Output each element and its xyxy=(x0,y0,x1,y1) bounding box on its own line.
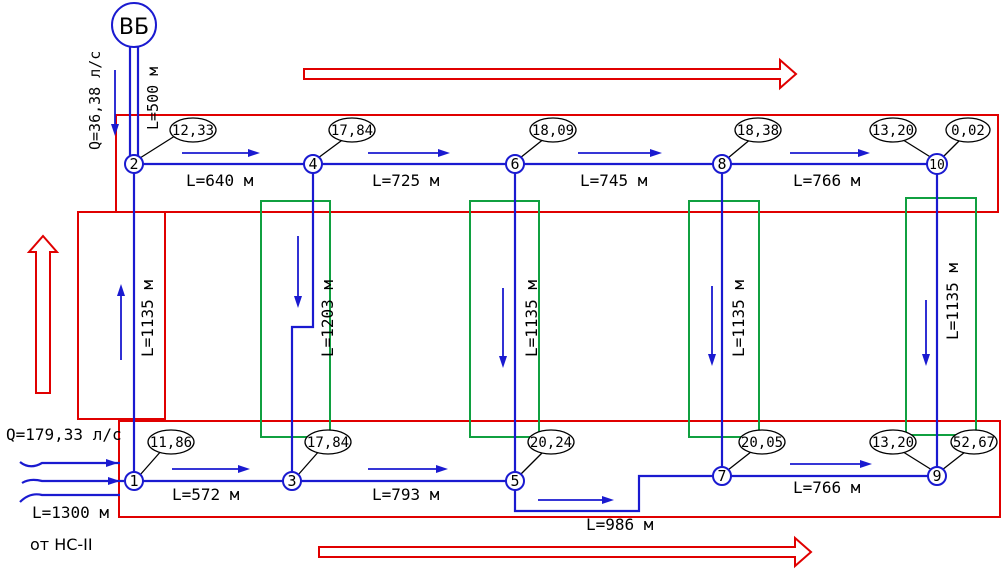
node-flow-5: 20,24 xyxy=(527,429,575,455)
node-flow-3: 17,84 xyxy=(304,429,352,455)
pipe-length-10-9: L=1135 м xyxy=(943,263,962,340)
node-flow-6: 18,09 xyxy=(529,117,577,143)
water-tower: ВБ xyxy=(111,2,157,48)
svg-text:13,20: 13,20 xyxy=(872,123,914,139)
zone-bottom xyxy=(118,420,1001,518)
svg-text:20,24: 20,24 xyxy=(530,435,572,451)
svg-text:7: 7 xyxy=(717,467,726,485)
riser-box-6-5 xyxy=(469,200,540,438)
direction-arrow-left xyxy=(26,234,60,394)
node-flow-9-extra: 52,67 xyxy=(950,429,998,455)
node-flow-9: 13,20 xyxy=(869,429,917,455)
node-1: 1 xyxy=(124,471,144,491)
node-7: 7 xyxy=(712,466,732,486)
node-flow-8: 18,38 xyxy=(734,117,782,143)
node-flow-10-extra: 0,02 xyxy=(945,117,991,143)
svg-text:5: 5 xyxy=(510,472,519,490)
node-2: 2 xyxy=(124,154,144,174)
pump-pipe-length: L=1300 м xyxy=(32,503,109,522)
node-4: 4 xyxy=(303,154,323,174)
svg-text:9: 9 xyxy=(932,467,941,485)
svg-text:4: 4 xyxy=(308,155,317,173)
node-flow-2: 12,33 xyxy=(169,117,217,143)
svg-text:0,02: 0,02 xyxy=(951,123,985,139)
svg-text:8: 8 xyxy=(717,155,726,173)
svg-text:17,84: 17,84 xyxy=(331,123,373,139)
node-flow-4: 17,84 xyxy=(328,117,376,143)
riser-box-4-3 xyxy=(260,200,331,438)
svg-text:6: 6 xyxy=(510,155,519,173)
svg-text:18,38: 18,38 xyxy=(737,123,779,139)
pipe-length-4-3: L=1203 м xyxy=(318,280,337,357)
node-5: 5 xyxy=(505,471,525,491)
pipe-length-8-7: L=1135 м xyxy=(729,280,748,357)
svg-text:17,84: 17,84 xyxy=(307,435,349,451)
node-8: 8 xyxy=(712,154,732,174)
pipe-length-2-4: L=640 м xyxy=(186,171,254,190)
pipe-length-6-8: L=745 м xyxy=(580,171,648,190)
pipe-length-6-5: L=1135 м xyxy=(522,280,541,357)
svg-text:12,33: 12,33 xyxy=(172,123,214,139)
riser-box-8-7 xyxy=(688,200,760,438)
pump-flow-label: Q=179,33 л/с xyxy=(6,425,122,444)
svg-text:13,20: 13,20 xyxy=(872,435,914,451)
tower-pipe-length: L=500 м xyxy=(144,67,162,130)
svg-text:1: 1 xyxy=(129,472,138,490)
node-flow-7: 20,05 xyxy=(738,429,786,455)
node-9: 9 xyxy=(927,466,947,486)
pipe-length-7-9: L=766 м xyxy=(793,478,861,497)
pipe-length-1-3: L=572 м xyxy=(172,485,240,504)
water-tower-label: ВБ xyxy=(119,15,149,40)
zone-top xyxy=(115,114,999,213)
node-10: 10 xyxy=(926,153,948,175)
riser-box-10-9 xyxy=(905,197,977,436)
flow-arrows xyxy=(42,70,930,504)
pipe-network xyxy=(19,45,939,513)
direction-arrow-top xyxy=(303,57,798,91)
pipe-length-8-10: L=766 м xyxy=(793,171,861,190)
pipe-length-3-5: L=793 м xyxy=(372,485,440,504)
node-flow-10: 13,20 xyxy=(869,117,917,143)
node-flow-1: 11,86 xyxy=(147,429,195,455)
svg-text:3: 3 xyxy=(287,472,296,490)
pipe-length-2-1: L=1135 м xyxy=(138,280,157,357)
pipe-length-4-6: L=725 м xyxy=(372,171,440,190)
svg-text:11,86: 11,86 xyxy=(150,435,192,451)
svg-text:20,05: 20,05 xyxy=(741,435,783,451)
svg-text:10: 10 xyxy=(929,158,945,173)
svg-text:18,09: 18,09 xyxy=(532,123,574,139)
svg-text:52,67: 52,67 xyxy=(953,435,995,451)
zone-left xyxy=(77,211,166,420)
node-6: 6 xyxy=(505,154,525,174)
svg-text:2: 2 xyxy=(129,155,138,173)
node-3: 3 xyxy=(282,471,302,491)
pipe-length-5-7: L=986 м xyxy=(586,515,654,534)
direction-arrow-bottom xyxy=(318,535,813,569)
tower-flow-label: Q=36,38 л/с xyxy=(86,51,104,150)
pump-source-label: от НС-II xyxy=(30,535,93,554)
